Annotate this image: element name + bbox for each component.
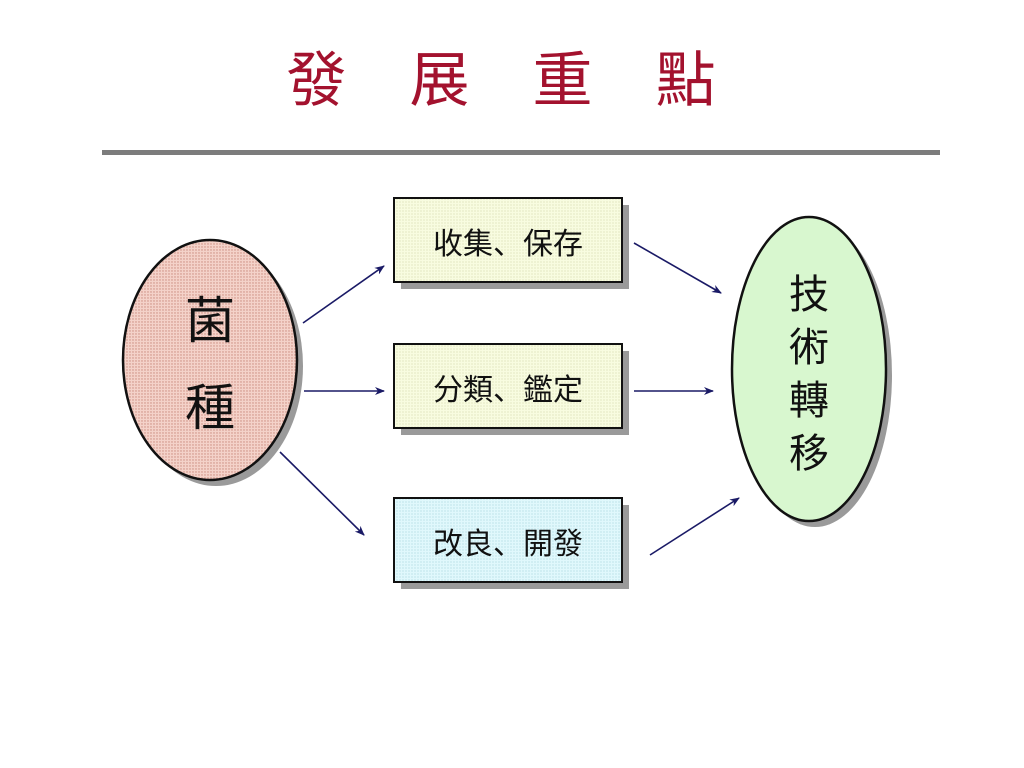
target-node-char-2: 術 [789, 325, 829, 371]
source-node: 菌 種 [121, 238, 303, 486]
arrow-source-to-improve [279, 451, 365, 536]
target-node-char-1: 技 [789, 272, 829, 318]
target-node-shape [730, 215, 888, 523]
source-node-char-2: 種 [185, 379, 235, 437]
target-node: 技 術 轉 移 [730, 215, 892, 527]
title-divider [102, 150, 940, 155]
arrow-improve-to-target [649, 497, 740, 556]
process-node-box [393, 343, 623, 429]
arrow-source-to-collect [302, 265, 385, 324]
process-node-label: 收集、保存 [433, 227, 583, 262]
process-node-improve: 改良、開發 [393, 497, 629, 589]
target-node-char-3: 轉 [789, 378, 829, 424]
process-node-collect: 收集、保存 [393, 197, 629, 289]
process-node-box [393, 497, 623, 583]
target-node-char-4: 移 [789, 431, 829, 477]
source-node-shape [121, 238, 299, 482]
process-node-label: 分類、鑑定 [433, 373, 583, 408]
page-title: 發 展 重 點 [286, 46, 738, 116]
arrow-collect-to-target [633, 242, 722, 294]
process-node-box [393, 197, 623, 283]
process-node-label: 改良、開發 [433, 527, 583, 562]
source-node-char-1: 菌 [185, 292, 235, 350]
process-node-classify: 分類、鑑定 [393, 343, 629, 435]
